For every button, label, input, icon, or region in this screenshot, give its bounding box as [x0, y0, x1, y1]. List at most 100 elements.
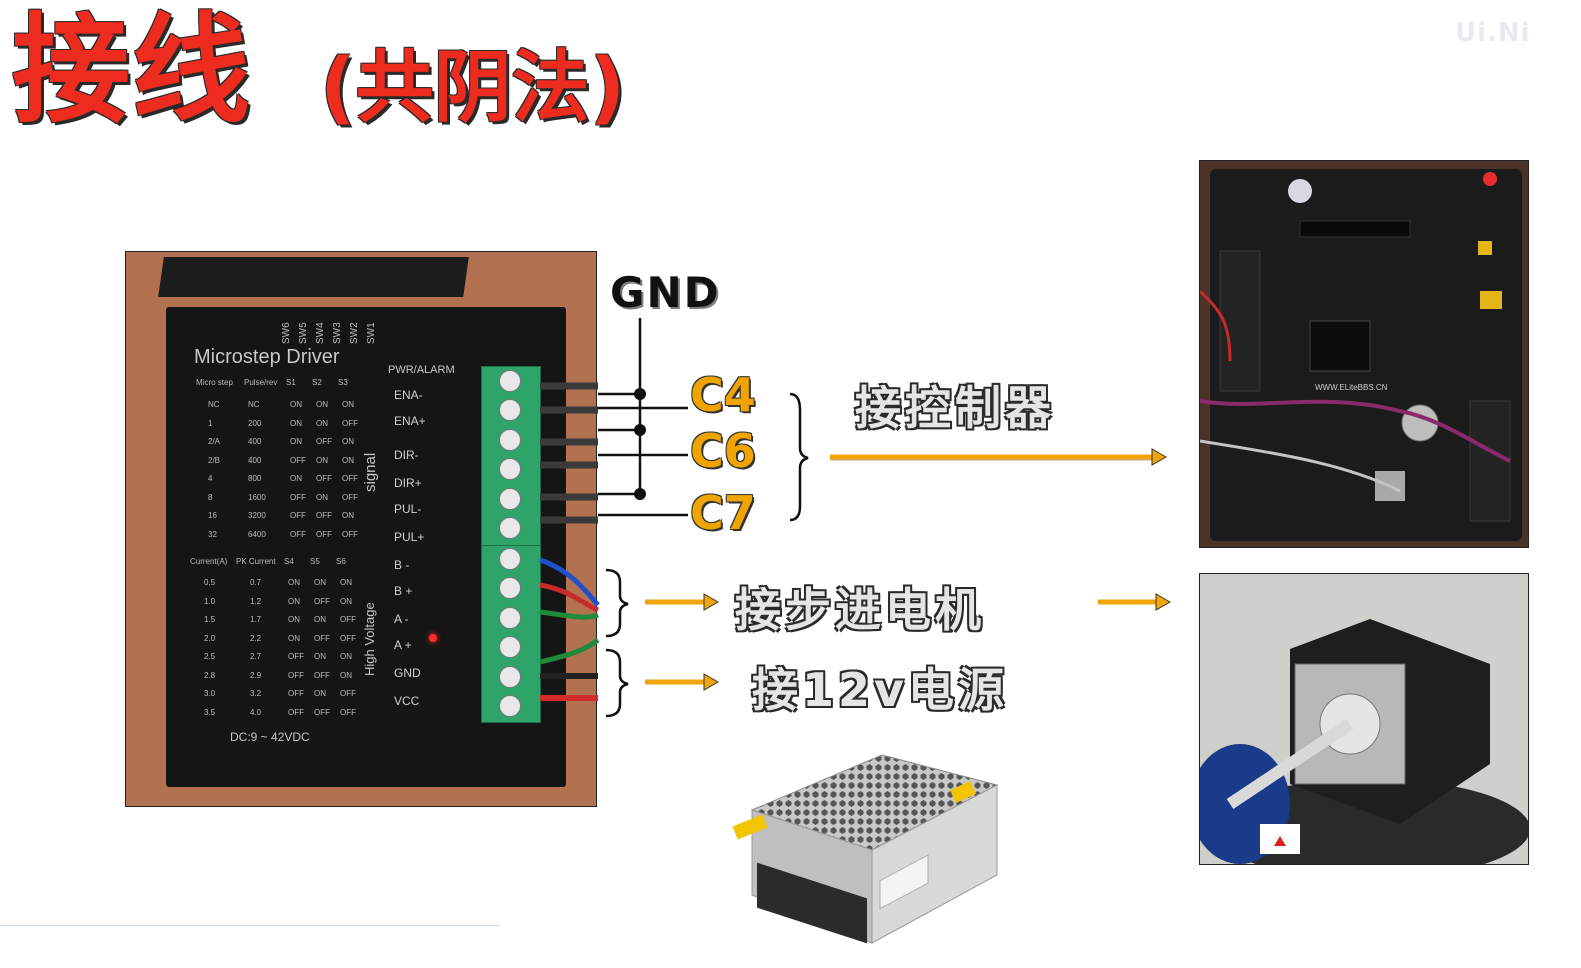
- current-cell: ON: [288, 615, 300, 624]
- microstep-cell: ON: [316, 455, 328, 465]
- terminal-label: DIR+: [394, 476, 422, 490]
- terminal-label: A -: [394, 612, 409, 626]
- current-cell: ON: [340, 596, 352, 606]
- wire-motor-blue: [539, 557, 600, 607]
- current-cell: OFF: [314, 596, 330, 606]
- current-cell: OFF: [288, 707, 304, 717]
- jumper-wire-purple: [1200, 399, 1511, 463]
- microstep-cell: 3200: [248, 511, 266, 520]
- current-cell: 3.0: [204, 689, 216, 698]
- terminal-label: ENA+: [394, 414, 426, 428]
- current-header-cell: PK Current: [236, 557, 276, 566]
- microstep-cell: 4: [208, 474, 213, 483]
- microstep-cell: ON: [290, 437, 302, 446]
- brace-controller: [789, 392, 809, 522]
- current-cell: ON: [314, 689, 326, 698]
- pwr-alarm-label: PWR/ALARM: [388, 364, 455, 376]
- microstep-cell: OFF: [342, 474, 358, 483]
- stepper-motor-drawing: [1200, 574, 1528, 864]
- stepper-label: 接步进电机: [735, 583, 985, 637]
- microstep-cell: OFF: [316, 511, 332, 520]
- current-cell: 2.9: [250, 670, 262, 680]
- brace-stepper: [605, 568, 629, 638]
- terminal-label: PUL+: [394, 530, 425, 544]
- microstep-header-cell: S1: [286, 378, 296, 387]
- current-cell: 2.7: [250, 652, 262, 661]
- microstep-header-cell: Micro step: [196, 378, 233, 387]
- microstep-cell: 1600: [248, 492, 266, 502]
- microstep-cell: OFF: [342, 418, 358, 428]
- terminal-screw: [499, 458, 521, 480]
- psu-spec-label: [879, 854, 929, 910]
- arrow-stepper-right: [1098, 593, 1172, 611]
- power-led: [1483, 172, 1497, 186]
- power-wires: [540, 673, 598, 701]
- wire-motor-green: [539, 609, 599, 620]
- current-cell: ON: [288, 633, 300, 643]
- microstep-cell: 200: [248, 418, 262, 428]
- psu-terminal-strip: [757, 862, 867, 944]
- current-cell: OFF: [314, 707, 330, 717]
- brace-power: [605, 648, 629, 718]
- microstep-cell: OFF: [316, 474, 332, 483]
- right-pin-column: [1469, 400, 1511, 522]
- current-cell: ON: [288, 578, 300, 587]
- junction-dot-ena: [634, 388, 646, 400]
- current-cell: 2.0: [204, 633, 216, 643]
- power-label: 接12v电源: [752, 663, 1008, 717]
- terminal-label: DIR-: [394, 448, 419, 462]
- header-pins: [1299, 220, 1411, 238]
- current-cell: 3.2: [250, 689, 262, 698]
- pin-c4-label: C4: [690, 368, 756, 422]
- current-cell: OFF: [314, 670, 330, 680]
- watermark: Ui.Ni: [1455, 18, 1531, 48]
- terminal-screw: [499, 517, 521, 539]
- current-cell: 0.5: [204, 578, 216, 587]
- current-cell: 2.8: [204, 670, 216, 680]
- microstep-cell: OFF: [316, 529, 332, 539]
- microstep-cell: NC: [208, 400, 220, 409]
- microstep-cell: 1: [208, 418, 213, 428]
- microstep-cell: OFF: [342, 492, 358, 502]
- current-cell: 2.5: [204, 652, 216, 661]
- current-cell: OFF: [314, 633, 330, 643]
- microstep-cell: ON: [342, 400, 354, 409]
- current-header-cell: S6: [336, 557, 346, 566]
- usb-port: [1478, 241, 1492, 255]
- arrow-stepper-left: [645, 593, 720, 611]
- current-cell: 1.5: [204, 615, 216, 624]
- page-title: 接线: [12, 1, 253, 139]
- controller-board-photo: WWW.ELiteBBS.CN: [1199, 160, 1529, 548]
- power-terminal-block: [481, 545, 541, 723]
- jumper-wire-red: [1200, 289, 1232, 362]
- microstep-cell: OFF: [290, 492, 306, 502]
- terminal-label: PUL-: [394, 502, 422, 516]
- junction-dot-dir: [634, 424, 646, 436]
- microstep-cell: 2/B: [208, 455, 221, 465]
- power-supply-photo: [712, 745, 1002, 950]
- psu-warning-label: [732, 814, 768, 840]
- terminal-label: B -: [394, 558, 410, 572]
- current-cell: OFF: [288, 689, 304, 698]
- terminal-screw: [499, 370, 521, 392]
- current-cell: 1.2: [250, 596, 262, 606]
- current-cell: OFF: [340, 633, 356, 643]
- microstep-cell: ON: [342, 455, 354, 465]
- terminal-screw: [499, 607, 521, 629]
- terminal-label: A +: [394, 638, 412, 652]
- terminal-screw: [499, 636, 521, 658]
- current-cell: ON: [314, 578, 326, 587]
- driver-brand: Microstep Driver: [194, 346, 340, 368]
- pin-c6-label: C6: [690, 424, 756, 478]
- microstep-cell: ON: [342, 437, 354, 446]
- arrow-controller: [830, 448, 1168, 466]
- motor-wires: [539, 557, 600, 665]
- microstep-cell: ON: [316, 418, 328, 428]
- alarm-led: [429, 634, 437, 642]
- microstep-cell: 32: [208, 529, 217, 539]
- wire-motor-red: [539, 582, 599, 613]
- buzzer: [1288, 179, 1312, 203]
- microstep-header-cell: Pulse/rev: [244, 378, 278, 387]
- controller-label: 接控制器: [855, 381, 1055, 435]
